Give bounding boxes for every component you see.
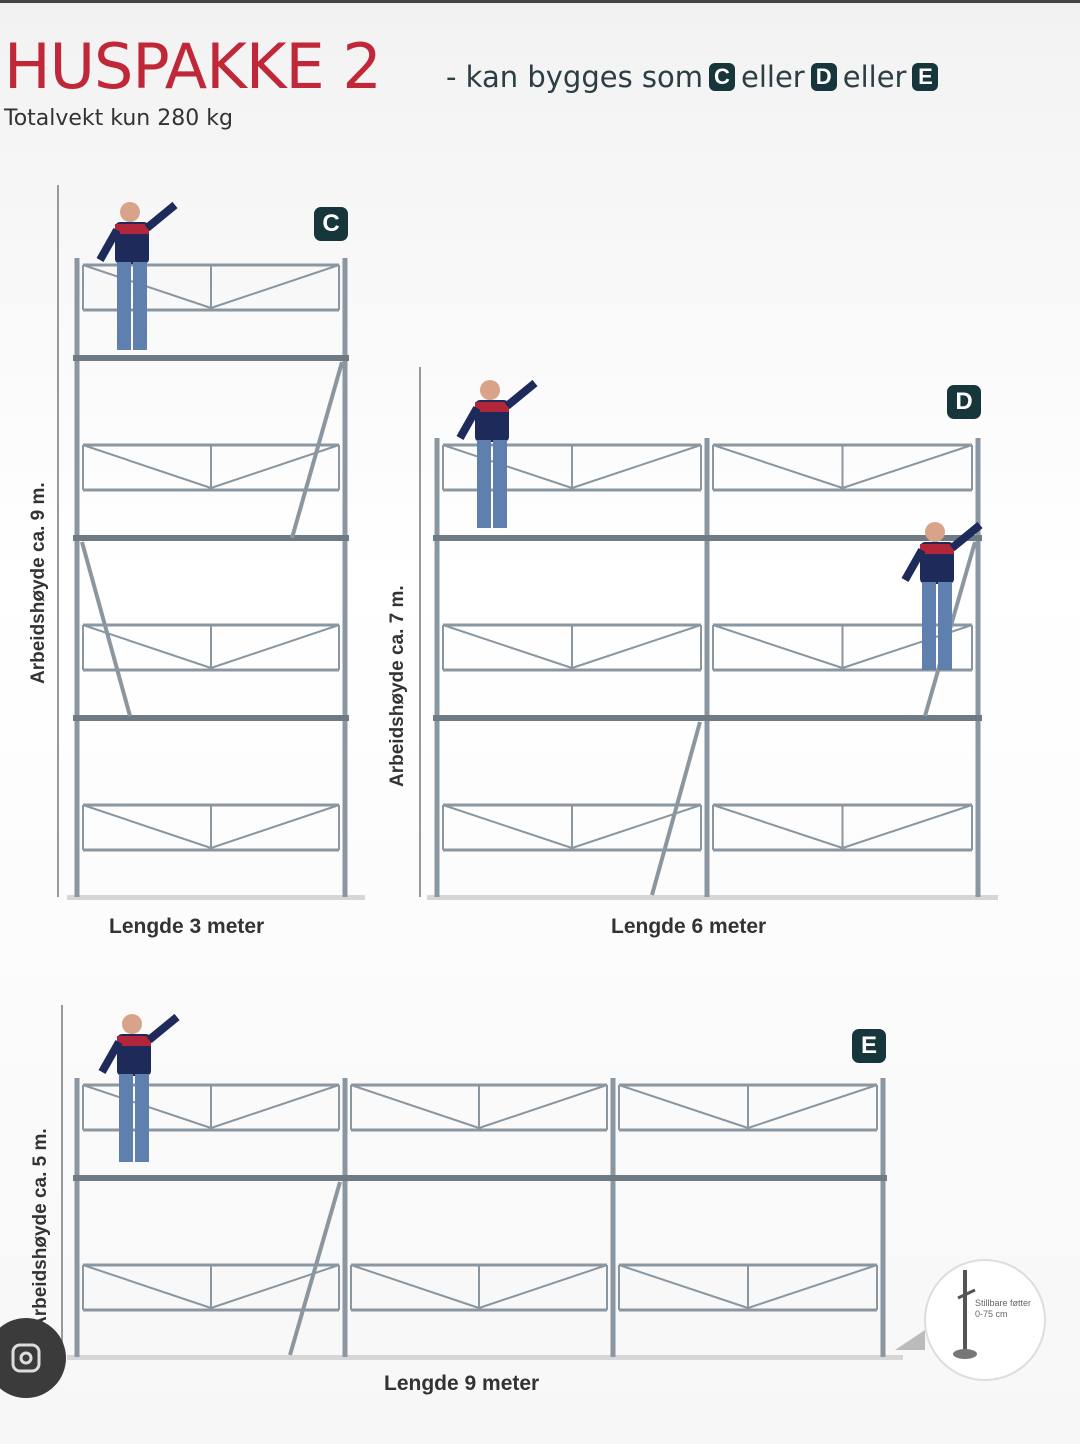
scaffold-e-brace <box>82 1264 212 1309</box>
scaffold-e-brace <box>210 1084 340 1129</box>
scaffold-d-ground <box>427 895 998 900</box>
scaffold-c-brace <box>210 444 340 489</box>
worker-e <box>98 1013 180 1162</box>
inset-pointer <box>895 1330 925 1350</box>
scaffold-c-brace <box>210 804 340 849</box>
subtitle-prefix: - kan bygges som <box>446 60 703 94</box>
scaffold-e-brace <box>618 1264 749 1309</box>
badge-c: C <box>709 63 735 91</box>
scaffold-e-ladder <box>288 1181 342 1356</box>
scaffold-d-brace <box>442 444 573 489</box>
worker-d-climbing <box>901 521 983 670</box>
scaffold-d-brace <box>442 624 573 669</box>
scaffold-c-brace <box>82 624 212 669</box>
adjustable-foot-icon <box>957 1288 976 1300</box>
scaffold-e-brace <box>350 1264 480 1309</box>
scaffold-d-ladder <box>650 721 702 896</box>
variant-e-length: Lengde 9 meter <box>384 1372 540 1395</box>
scaffold-d-brace <box>712 444 843 489</box>
variant-d-length: Lengde 6 meter <box>611 915 767 938</box>
scaffold-d-brace <box>842 804 973 849</box>
scaffold-e-brace <box>747 1264 878 1309</box>
scaffold-d-brace <box>571 804 702 849</box>
scaffold-e-brace <box>478 1264 608 1309</box>
scaffold-c-brace <box>82 444 212 489</box>
adjustable-feet-inset <box>924 1259 1046 1381</box>
adjustable-feet-label: Stillbare føtter 0-75 cm <box>975 1298 1032 1319</box>
page-title: HUSPAKKE 2 <box>4 30 382 103</box>
top-border <box>0 0 1080 3</box>
scaffold-e-brace <box>747 1084 878 1129</box>
worker-c <box>96 201 178 350</box>
scaffold-e-brace <box>618 1084 749 1129</box>
scaffold-e-brace <box>478 1084 608 1129</box>
scaffold-c-brace <box>210 624 340 669</box>
variant-c-height: Arbeidshøyde ca. 9 m. <box>28 482 49 684</box>
scaffold-e-brace <box>210 1264 340 1309</box>
scaffold-c-brace <box>82 804 212 849</box>
scaffold-d-brace <box>712 804 843 849</box>
scaffold-d-brace <box>842 624 973 669</box>
scaffold-d-brace <box>842 444 973 489</box>
scaffold-d-brace <box>571 624 702 669</box>
adjustable-foot-base <box>953 1349 977 1359</box>
scaffold-d-brace <box>442 804 573 849</box>
variant-c-badge: C <box>314 207 348 241</box>
worker-d <box>456 379 538 528</box>
scaffold-c-ladder <box>80 541 132 717</box>
lens-button[interactable] <box>0 1318 66 1398</box>
scaffold-c-ground <box>67 895 365 900</box>
or-text: eller <box>842 60 907 94</box>
total-weight: Totalvekt kun 280 kg <box>4 106 233 131</box>
variant-d-height: Arbeidshøyde ca. 7 m. <box>387 585 408 787</box>
lens-icon <box>11 1343 41 1373</box>
scaffold-c-ladder <box>290 361 344 539</box>
variant-d-badge: D <box>947 385 981 419</box>
variant-e-badge: E <box>852 1029 886 1063</box>
scaffold-e-brace <box>350 1084 480 1129</box>
subtitle: - kan bygges som C eller D eller E <box>446 60 939 94</box>
scaffold-e-ground <box>67 1355 903 1360</box>
badge-e: E <box>912 63 939 91</box>
variant-c-length: Lengde 3 meter <box>109 915 265 938</box>
variant-e-height: Arbeidshøyde ca. 5 m. <box>30 1128 51 1330</box>
or-text: eller <box>741 60 805 94</box>
scaffold-d-brace <box>571 444 702 489</box>
scaffold-c-brace <box>210 264 340 309</box>
badge-d: D <box>810 63 837 91</box>
scaffold-d-brace <box>712 624 843 669</box>
